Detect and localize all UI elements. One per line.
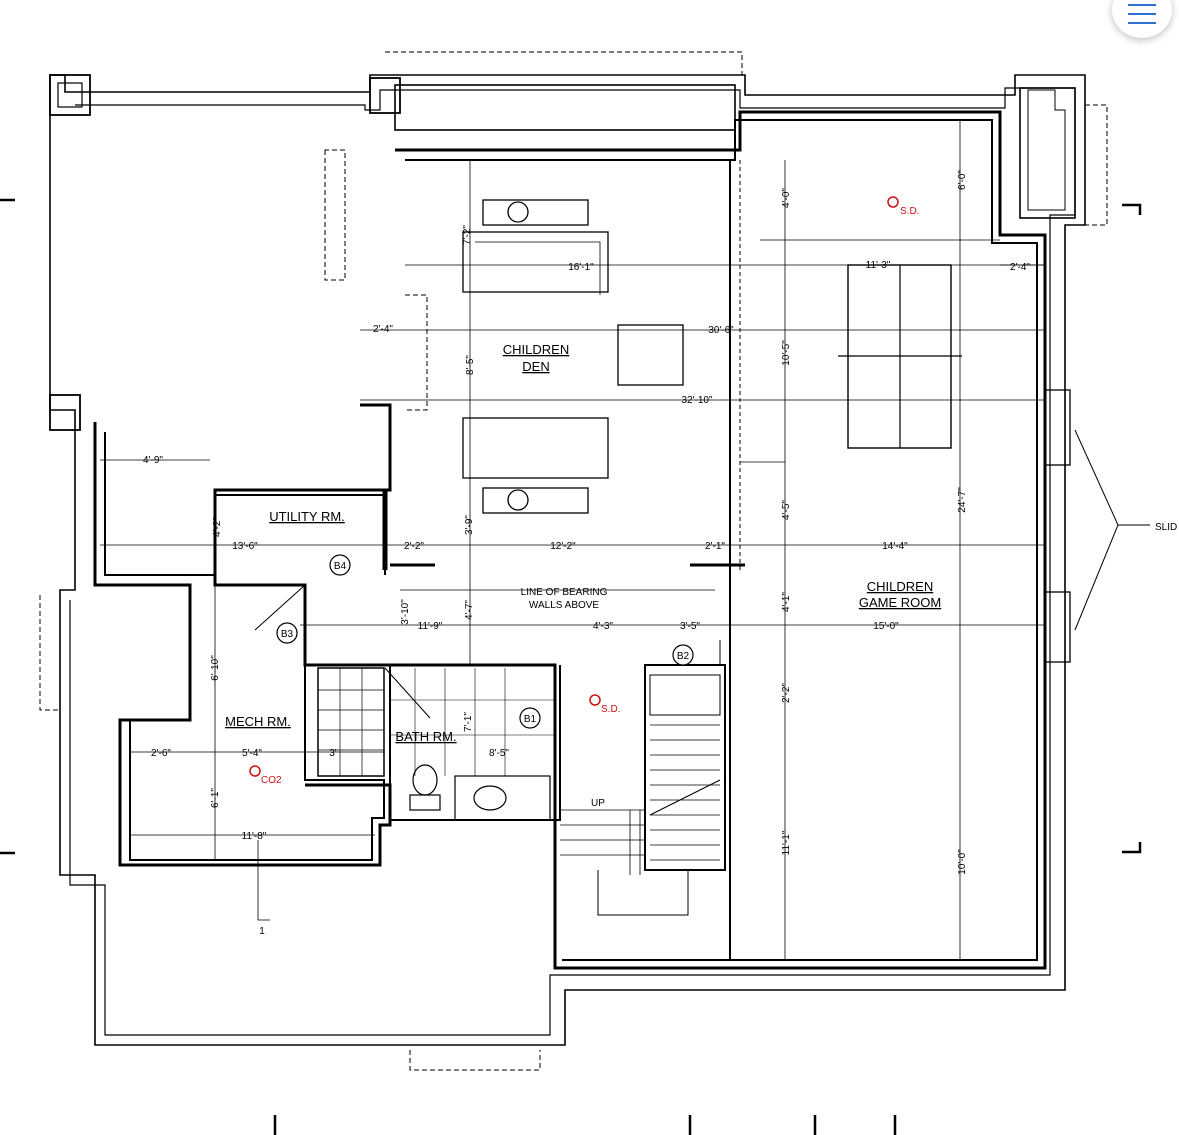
smoke-detector-label: S.D. <box>601 704 620 715</box>
dim-3-10: 3'-10" <box>400 599 411 625</box>
dim-2-1: 2'-1" <box>705 541 725 552</box>
den-label-line2: DEN <box>522 359 549 374</box>
door-tag-b1-circle <box>519 707 541 729</box>
dim-7-2: 7'-2" <box>462 225 473 245</box>
hamburger-menu-icon-bar <box>1128 13 1156 15</box>
dim-6-0: 6'-0" <box>957 170 968 190</box>
dim-30-6: 30'-6" <box>708 325 734 336</box>
dim-10-5: 10'-5" <box>781 340 792 366</box>
dim-11-8: 11'-8" <box>242 831 267 842</box>
bearing-wall-note-line2: WALLS ABOVE <box>529 600 600 611</box>
smoke-detector-label: S.D. <box>900 206 919 217</box>
dim-2-2-v: 2'-2" <box>781 683 792 703</box>
dim-7-1: 7'-1" <box>463 712 474 732</box>
dim-4-5: 4'-5" <box>781 500 792 520</box>
dim-11-3: 11'-3" <box>866 260 891 271</box>
bearing-wall-note-line1: LINE OF BEARING <box>521 587 608 598</box>
dim-6-10: 6'-10" <box>210 655 221 681</box>
utility-room-label: UTILITY RM. <box>269 509 345 524</box>
section-mark-label: 1 <box>259 926 265 937</box>
dim-5-4: 5'-4" <box>242 748 262 759</box>
dim-2-4-left: 2'-4" <box>373 324 393 335</box>
hamburger-menu-button[interactable] <box>1112 0 1172 38</box>
dim-10-0: 10'-0" <box>957 849 968 875</box>
den-label-line1: CHILDREN <box>503 342 569 357</box>
door-tag-b2-circle <box>672 644 694 666</box>
dim-2-2-h: 2'-2" <box>404 541 424 552</box>
co2-detector-label: CO2 <box>261 775 282 786</box>
dim-3-5: 3'-5" <box>680 621 700 632</box>
door-tag-b1: B1 <box>524 714 537 725</box>
dim-4-7: 4'-7" <box>464 600 475 620</box>
dim-15-0: 15'-0" <box>873 621 899 632</box>
hamburger-menu-icon-bar <box>1128 22 1156 24</box>
smoke-detector-icon <box>887 196 899 208</box>
dim-8-5-h: 8'-5" <box>489 748 509 759</box>
dim-11-9: 11'-9" <box>418 621 443 632</box>
hamburger-menu-icon <box>1128 4 1156 6</box>
dim-4-2: 4'-2" <box>212 517 223 537</box>
dim-14-4: 14'-4" <box>882 541 908 552</box>
door-tag-b3-circle <box>276 622 298 644</box>
dim-16-1: 16'-1" <box>568 262 594 273</box>
door-tag-b2: B2 <box>677 651 690 662</box>
dim-3-9: 3'-9" <box>464 515 475 535</box>
dim-2-4-right: 2'-4" <box>1010 262 1030 273</box>
dim-12-2: 12'-2" <box>550 541 576 552</box>
mech-room-label: MECH RM. <box>225 714 291 729</box>
stair-up-label: UP <box>591 798 605 809</box>
door-tag-b4-circle <box>329 554 351 576</box>
dim-6-1: 6'-1" <box>210 788 221 808</box>
co2-detector-icon <box>249 765 261 777</box>
dim-2-6: 2'-6" <box>151 748 171 759</box>
game-room-label-line2: GAME ROOM <box>859 595 941 610</box>
dim-11-1: 11'-1" <box>781 830 792 855</box>
dim-8-5-v: 8'-5" <box>465 355 476 375</box>
slider-callout-label: SLID <box>1155 522 1177 533</box>
dim-13-6: 13'-6" <box>232 541 258 552</box>
dim-24-7: 24'-7" <box>957 487 968 513</box>
bath-room-label: BATH RM. <box>395 729 456 744</box>
smoke-detector-icon <box>589 694 601 706</box>
door-tag-b3: B3 <box>281 629 294 640</box>
game-room-label-line1: CHILDREN <box>867 579 933 594</box>
dim-3: 3' <box>329 748 337 759</box>
dim-4-9: 4'-9" <box>143 455 163 466</box>
door-tag-b4: B4 <box>334 561 347 572</box>
dim-4-1: 4'-1" <box>781 592 792 612</box>
dim-4-3: 4'-3" <box>593 621 613 632</box>
dim-32-10: 32'-10" <box>681 395 712 406</box>
dim-4-0: 4'-0" <box>781 188 792 208</box>
